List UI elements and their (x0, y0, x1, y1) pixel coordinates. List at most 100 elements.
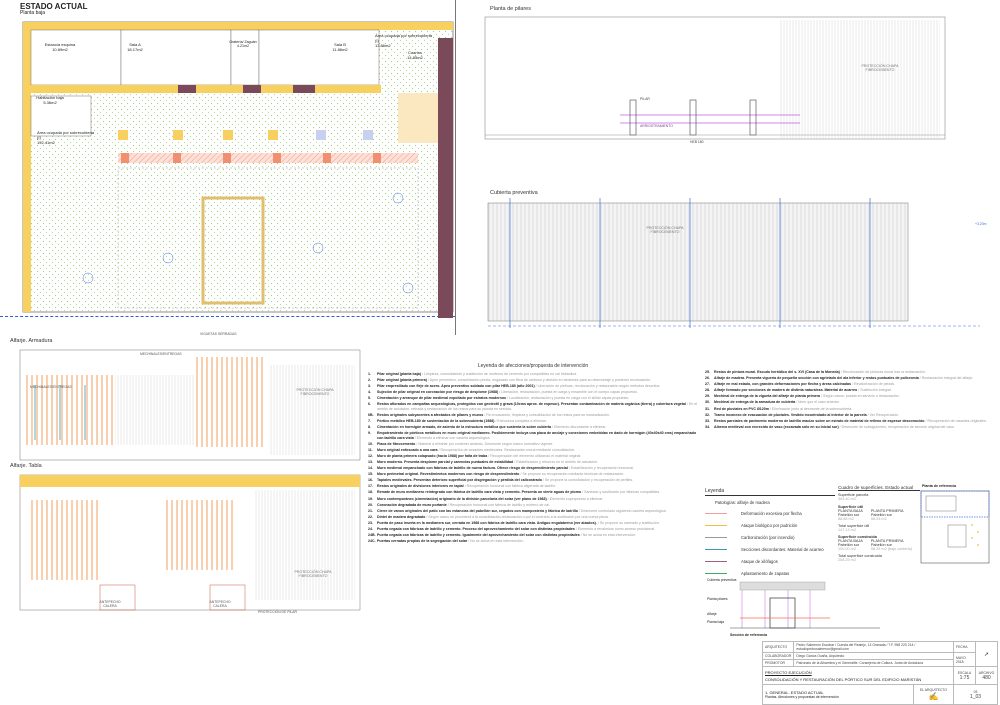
legend-item-number: 5. (368, 395, 371, 400)
legend-title: Leyenda de afecciones/propuesta de inter… (477, 363, 589, 369)
legend-item-number: 28. (705, 388, 710, 393)
protection-label: PROTECCIÓN CHAPA FIBROCEMENTO (861, 64, 899, 72)
legend-item: 14.Muro medieval empanchado con fábricas… (368, 466, 698, 471)
total-built-value: 258.25 m2 (838, 558, 856, 562)
pathology-swatch (705, 572, 727, 574)
room-name: Habitación baja (36, 95, 64, 100)
protection-label: PROTECCIÓN CHAPA FIBROCEMENTO (646, 226, 684, 234)
room-area: 11.86m2 (332, 47, 348, 52)
legend-item-number: 27. (705, 382, 710, 387)
total-built-label: Total superficie construida (838, 554, 882, 558)
section-level: Planta baja (707, 620, 724, 624)
legend-item-title: Restos aflorados en campañas arqueológic… (377, 402, 686, 407)
pillar-label: PILAR (640, 97, 650, 101)
legend-item-title: Restos de pintura mural. Escudo heráldic… (714, 370, 840, 374)
total-useful-value: 147.13 m2 (838, 528, 856, 532)
legend-item-text: Placa de fibrocemento / Material a elimi… (377, 442, 553, 447)
pathology-swatch (705, 524, 727, 526)
legend-item: 15.Muro perimetral original. Revestimien… (368, 472, 698, 477)
room-area: 18.17m2 (127, 47, 143, 52)
legend-item-title: Mechinal de entrega de la vigueta del al… (714, 394, 821, 399)
value: 58.25 m2 (bajo cubierta) (870, 547, 912, 551)
first-floor-label: PLANTA PRIMERA (870, 539, 904, 543)
legend-item-title: Puerta cegada con fábricas de ladrillo y… (377, 527, 575, 532)
legend-item-text: Puerta de paso inserta en la medianera s… (377, 521, 660, 526)
legend-item: 17.Restos originales de divisiones inter… (368, 484, 698, 489)
legend-item-title: Muro perimetral original. Revestimientos… (377, 472, 520, 477)
legend-item-text: Mechinal de entrega de la armadura de cu… (714, 400, 840, 405)
legend-item: 23.Puerta de paso inserta en la medianer… (368, 521, 698, 526)
legend-item-text: Puertas cerradas propias de la segregaci… (377, 539, 524, 544)
pathology-item: Secciones discordantes. Material de acar… (705, 543, 835, 555)
legend-item-desc: / Desmonte controlado siguiendo cautela … (578, 508, 667, 513)
legend-item-desc: / Elemento discordante a eliminar. (552, 424, 607, 429)
project-type: PROYECTO EJECUCIÓN (765, 669, 812, 675)
heb-label: HEB 180 (690, 140, 704, 144)
legend-item: 28.Alfarje formado por secciones de made… (705, 388, 995, 393)
legend-item: 34.Alberca medieval con recrecido de vas… (705, 425, 995, 430)
legend-item-desc: / Desmonte de subsiguientes, recuperació… (839, 424, 955, 429)
section-level: Alfarje (707, 612, 717, 616)
legend-item: 11.Muro original enfoscado a una cara / … (368, 448, 698, 453)
promoter-label: PROMOTOR (761, 659, 795, 667)
legend-item: 6B.Restos originales subyacentes a afect… (368, 413, 698, 418)
legend-item-title: Puerta de paso inserta en la medianera s… (377, 520, 597, 525)
legend-item-text: Alfarje en mal estado, con grandes defor… (714, 382, 895, 387)
legend-item-number: 30. (705, 400, 710, 405)
room-area: 192.41m2 (37, 140, 55, 145)
pillars-plan (484, 16, 946, 140)
parcel-value: 364.40 m2 (838, 497, 856, 501)
legend-item: 20.Coronación degradada de muro portante… (368, 503, 698, 508)
legend-item-number: 12. (368, 453, 373, 458)
legend-item-number: 24. (368, 527, 373, 532)
legend-item-desc: / Limpieza, consolidación y sustitución … (421, 371, 578, 376)
legend-item-text: Empotramiento de pórticos metálicos en m… (377, 431, 698, 440)
legend-item-title: Restos originales subyacentes a afectado… (377, 412, 484, 417)
pathology-item: Deformación excesiva por flecha (705, 507, 835, 519)
reference-section (730, 581, 880, 629)
legend-item-text: Cierre de vanos originales del patio con… (377, 509, 667, 514)
legend-item-desc: / Según casos se procederá a la consolid… (426, 514, 609, 519)
first-floor-label: PLANTA PRIMERA (870, 509, 904, 513)
pathology-label: Aplastamiento de zapatas (741, 570, 790, 576)
bracing-label: ARRIOSTRAMIENTO (640, 124, 673, 128)
legend-item-number: 22. (368, 514, 373, 519)
legend-item: 4.Sujeción de pilar original en coronaci… (368, 390, 698, 395)
legend-item-number: 32. (705, 412, 710, 417)
pathology-label: Deformación excesiva por flecha (741, 510, 802, 516)
legend-item-title: Mechinal de entrega de la armadura de cu… (714, 400, 796, 405)
file-value: 480 (982, 674, 991, 681)
value: 58.25 m2 (870, 517, 887, 521)
mechinales-label: MECHINALES/ENTREGAS (140, 352, 182, 356)
view-title-armadura: Alfarje. Armadura (10, 338, 53, 344)
legend-item: 7.Pórtico metálico HEB-180 de sustentaci… (368, 419, 698, 424)
legend-item-desc: / Estabilización y recuperación funciona… (568, 466, 634, 471)
roof-plan (487, 198, 980, 328)
pathology-label: Ataque biológico por pudrición (741, 522, 798, 528)
legend-item-text: Dintel de madera degradado / Según casos… (377, 515, 609, 520)
legend-item-desc: / Recuperación de rasantes originales. (925, 418, 987, 423)
legend-item: 27. Alfarje en mal estado, con grandes de… (705, 382, 995, 387)
north-arrow-icon: ➚ (975, 641, 998, 667)
legend-item: 5.Cimentación y arranque de pilar mediev… (368, 396, 698, 401)
pathology-label: Ataque de xilófagos (741, 558, 778, 564)
page-title: ESTADO ACTUAL (20, 2, 88, 11)
legend-item-desc: / Recuperación del elemento utilizando e… (488, 453, 582, 458)
plan-title: 1. GENERAL. ESTADO ACTUAL (765, 690, 824, 695)
section-cut-line (0, 316, 455, 317)
legend-item-desc: / Recuperación funcional con fábrica ali… (464, 484, 556, 489)
legend-item-text: Sujeción de pilar original en coronación… (377, 390, 638, 395)
view-title-pilares: Planta de pilares (490, 6, 531, 12)
reference-plan (920, 490, 990, 564)
legend-item-desc: / Recuperación de sesantes medievales. R… (438, 447, 575, 452)
file-label: ARCHIVO (978, 670, 995, 675)
ground-floor-label: PLANTA BAJA (838, 539, 863, 543)
pillar-protection-label: PROTECCIÓN DE PILAR (258, 610, 297, 614)
legend-item: 2.Pilar original (planta primera) / Apeo… (368, 378, 698, 383)
pathology-subtitle: Patologías: alfarje de madera (715, 500, 770, 505)
value: 100.00 m2 (838, 547, 856, 551)
sheet-number: 1_03 (969, 693, 982, 700)
ground-floor-plan (22, 21, 454, 318)
legend-item-desc: / No se actúa en esta intervención. (580, 533, 637, 538)
legend-item-text: Restos de pintura mural. Escudo heráldic… (714, 370, 926, 375)
